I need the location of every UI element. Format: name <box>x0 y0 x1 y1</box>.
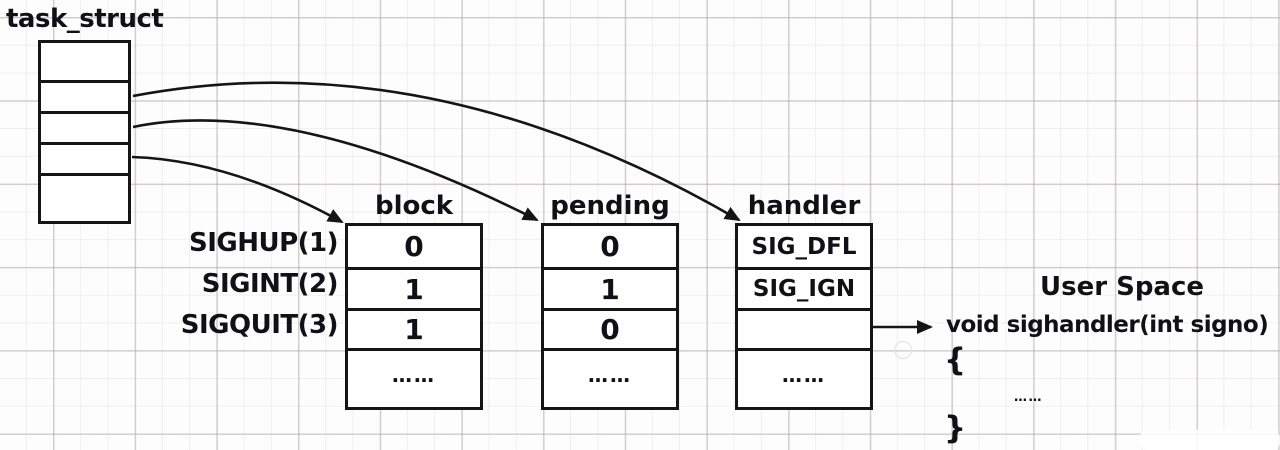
signal-label-sigint: SIGINT(2) <box>201 269 339 299</box>
function-body-ellipsis: …… <box>1014 390 1043 405</box>
block-cell-sighup: 0 <box>404 230 424 263</box>
signal-label-sigquit: SIGQUIT(3) <box>180 310 339 340</box>
block-column-header: block <box>374 191 454 221</box>
pending-cell-ellipsis: …… <box>544 348 676 407</box>
handler-cell-sigint: SIG_IGN <box>738 267 870 308</box>
block-cell-sigint: 1 <box>348 267 480 308</box>
task-struct-field <box>41 142 128 173</box>
user-space-title: User Space <box>1040 272 1205 302</box>
pending-cell-sigquit: 0 <box>544 308 676 348</box>
function-close-brace: } <box>944 410 967 446</box>
handler-cell-ellipsis: …… <box>738 348 870 407</box>
task-struct-field <box>41 173 128 221</box>
block-cell-sigquit: 1 <box>348 308 480 348</box>
pending-column-header: pending <box>550 191 670 221</box>
function-open-brace: { <box>944 342 967 378</box>
signal-label-sighup: SIGHUP(1) <box>188 228 339 258</box>
block-cell-ellipsis: …… <box>348 348 480 407</box>
faint-circle-artifact <box>894 341 912 359</box>
handler-column-header: handler <box>747 191 861 221</box>
task-struct-box <box>38 40 131 224</box>
task-struct-field <box>41 80 128 111</box>
block-table: 0 1 1 …… <box>345 223 483 410</box>
pending-table: 0 1 0 …… <box>541 223 679 410</box>
handler-cell-sighup: SIG_DFL <box>751 233 857 260</box>
watermark-smudge <box>1140 430 1280 450</box>
arrow-task-struct-to-block <box>131 155 344 224</box>
task-struct-field <box>41 43 128 80</box>
task-struct-title: task_struct <box>6 4 164 34</box>
sighandler-function-signature: void sighandler(int signo) <box>946 312 1269 338</box>
task-struct-field <box>41 111 128 142</box>
handler-table: SIG_DFL SIG_IGN …… <box>735 223 873 410</box>
pending-cell-sigint: 1 <box>544 267 676 308</box>
handler-cell-sigquit <box>738 308 870 348</box>
pending-cell-sighup: 0 <box>600 230 620 263</box>
